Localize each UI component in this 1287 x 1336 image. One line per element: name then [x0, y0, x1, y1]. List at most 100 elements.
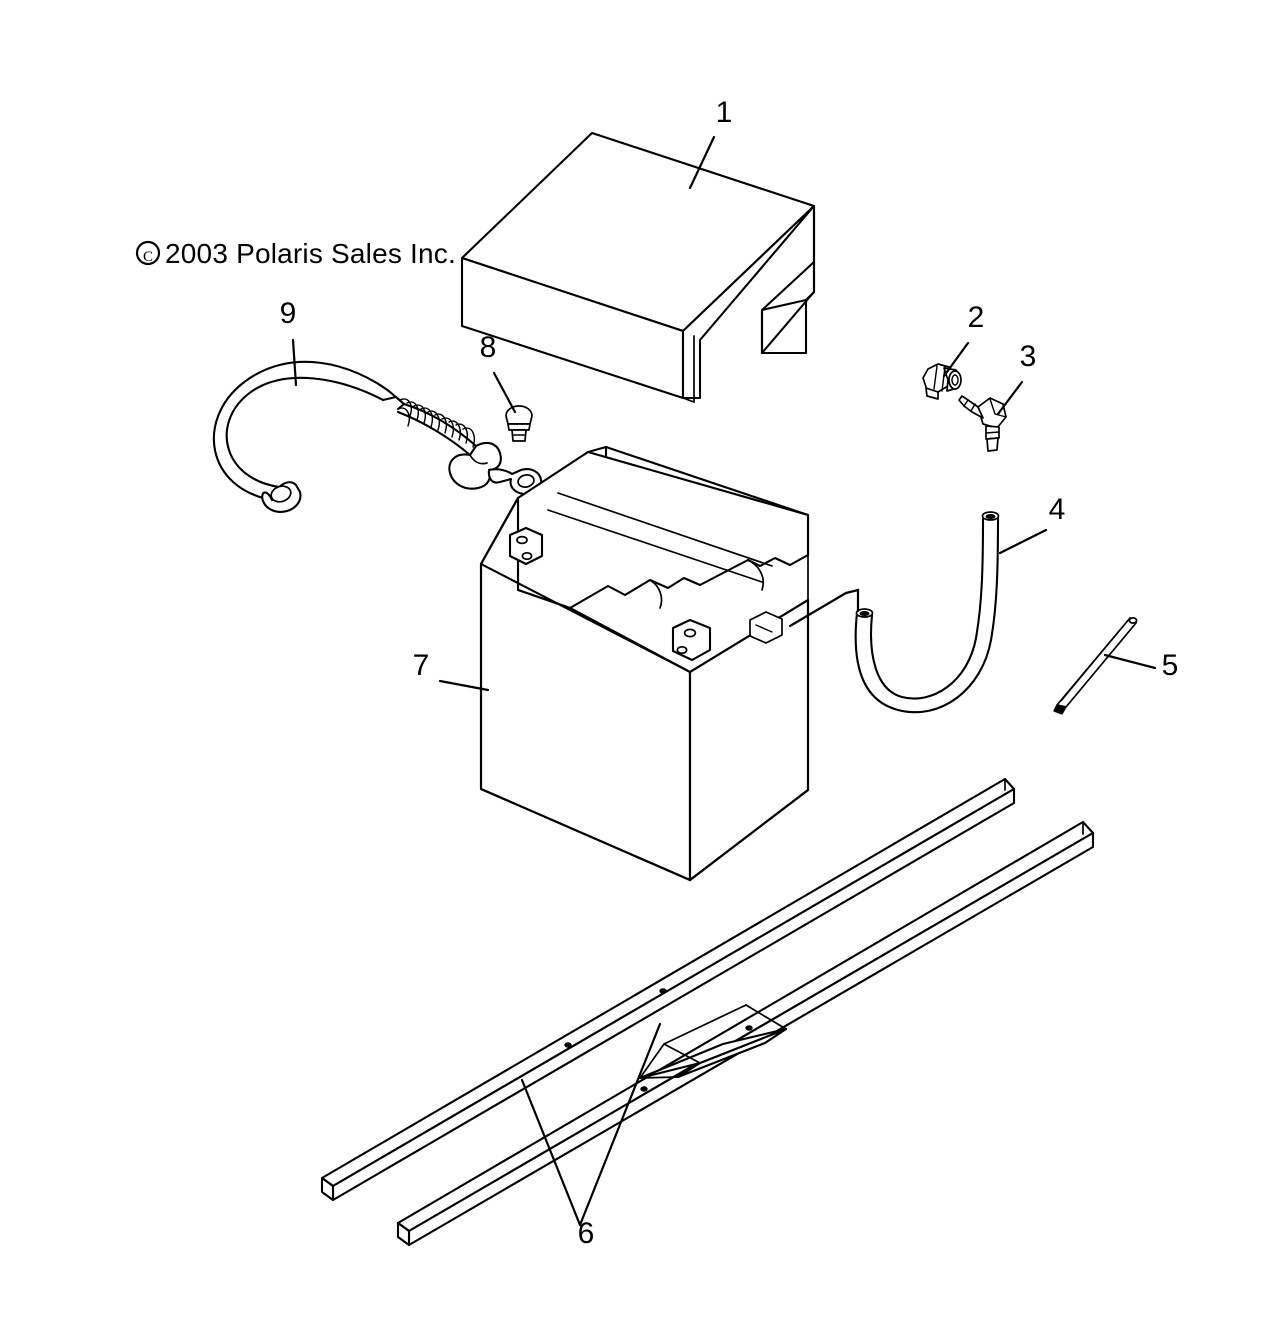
battery-cable-sleeve-start [381, 395, 406, 411]
battery-terminal-negative-bolt [521, 551, 533, 561]
battery-terminal-positive [671, 618, 712, 662]
part-battery-cable[interactable] [212, 360, 543, 513]
hold-down-strap-lower [396, 820, 1095, 1247]
elbow-fitting-bore [951, 374, 959, 386]
leader-line-6b [578, 1022, 662, 1227]
part-battery-cover[interactable] [460, 131, 816, 403]
callout-number-5[interactable]: 5 [1162, 649, 1179, 682]
strap-hole-2 [564, 1042, 572, 1048]
callout-numbers: 1 2 3 4 5 6 7 8 9 [280, 96, 1179, 1250]
battery-cable-spring-lower-edge [396, 410, 472, 457]
battery-front-shelf-edge [568, 606, 692, 674]
part-elbow-fitting[interactable] [922, 363, 962, 400]
strap-lower-top-face [396, 820, 1095, 1233]
callout-number-2[interactable]: 2 [968, 301, 985, 334]
leader-line-5 [1103, 653, 1157, 670]
part-battery[interactable] [479, 445, 810, 882]
battery-cover-bottom-edge [682, 397, 695, 403]
copyright-notice: C 2003 Polaris Sales Inc. [135, 238, 456, 269]
strap-upper-end-cap [320, 1176, 335, 1202]
battery-cover-notch-edge [760, 204, 816, 355]
battery-cable-boot-crease [469, 454, 488, 465]
vent-tube-highlight [1060, 617, 1131, 702]
callout-number-1[interactable]: 1 [716, 96, 733, 129]
callout-leader-lines [291, 135, 1157, 1227]
part-hold-down-straps[interactable] [320, 777, 1095, 1247]
battery-cable-left-terminal-hole [270, 485, 292, 503]
leader-line-3 [996, 380, 1024, 416]
callout-number-7[interactable]: 7 [413, 649, 430, 682]
vent-hose-bottom-bore [859, 611, 870, 617]
battery-ridge-groove-2 [547, 509, 763, 583]
strap-crossing-bracket [638, 1004, 788, 1080]
leader-line-2 [942, 341, 970, 378]
battery-terminal-positive-hole [683, 628, 697, 638]
battery-cable-inner-curve [212, 360, 392, 502]
elbow-fitting-rib-b [941, 366, 946, 392]
strap-bracket-outline-e [639, 1043, 665, 1079]
callout-number-6[interactable]: 6 [578, 1217, 595, 1250]
battery-right-outline [688, 598, 810, 882]
battery-cable-sleeve-edge [388, 390, 406, 406]
strap-bracket-outline-c [663, 1004, 747, 1045]
vent-hose-top-bore [985, 514, 996, 520]
part-vent-tube-rod[interactable] [1053, 617, 1138, 715]
strap-lower-end-cap [396, 1221, 411, 1247]
battery-cover-notch-inner [760, 298, 808, 355]
copyright-symbol-c: C [143, 249, 153, 265]
strap-hole-3 [745, 1025, 753, 1031]
copyright-text: 2003 Polaris Sales Inc. [165, 238, 456, 269]
elbow-fitting-port-opening [948, 370, 962, 390]
battery-ridge-groove-1 [557, 492, 773, 567]
battery-terminal-negative-hole [516, 535, 528, 545]
part-tee-fitting[interactable] [958, 395, 1007, 452]
battery-top-face [516, 450, 810, 610]
strap-bracket-outline-d [745, 1004, 787, 1030]
tee-fitting-left-rib-a [963, 399, 969, 407]
callout-number-3[interactable]: 3 [1020, 340, 1037, 373]
tee-fitting-left-barb [958, 395, 984, 419]
battery-cell-contour-a [649, 579, 663, 609]
vent-hose-outer-wall [854, 515, 1000, 714]
battery-cable-outer-curve [225, 376, 385, 489]
battery-terminal-positive-bolt [676, 645, 688, 655]
leader-line-9 [291, 338, 298, 387]
leader-line-8 [492, 371, 517, 414]
strap-hole-1 [659, 988, 667, 994]
battery-vent-port-slot [755, 624, 773, 633]
tee-fitting-lower-barb-2 [986, 437, 999, 452]
leader-line-1 [688, 135, 716, 190]
part-mounting-bolt[interactable] [505, 405, 533, 442]
battery-cell-contour-b [747, 559, 765, 591]
tee-fitting-left-rib-b [970, 403, 976, 412]
vent-tube-top-opening [1128, 617, 1138, 624]
copyright-symbol-icon [135, 240, 161, 266]
vent-hose-attachment-leader [844, 588, 860, 613]
strap-hole-4 [640, 1086, 648, 1092]
vent-tube-end-cap [1053, 704, 1067, 715]
elbow-fitting-stem [925, 387, 939, 400]
strap-bracket-face [638, 1027, 788, 1080]
callout-number-8[interactable]: 8 [480, 331, 497, 364]
bolt-washer-flange [507, 423, 531, 431]
tee-fitting-lower-rib [985, 431, 1000, 434]
battery-left-top-bevel [479, 496, 520, 566]
vent-hose-to-battery-leader [788, 591, 848, 628]
leader-line-4 [998, 528, 1048, 555]
callout-number-4[interactable]: 4 [1049, 493, 1066, 526]
bolt-head [505, 405, 533, 425]
tee-fitting-hub-facet [989, 398, 1007, 418]
battery-cable-right-terminal-hole [517, 474, 535, 488]
vent-hose-inner-wall [869, 517, 985, 700]
callout-number-9[interactable]: 9 [280, 297, 297, 330]
leader-line-6a [520, 1078, 582, 1227]
tee-fitting-hub [977, 397, 1007, 429]
battery-top-right-edge [688, 598, 810, 674]
part-vent-hose[interactable] [788, 511, 1000, 714]
battery-cover-notch-right [761, 299, 807, 354]
hold-down-strap-upper [320, 777, 1016, 1202]
battery-cable-spring-upper-edge [402, 402, 478, 448]
battery-cable-terminal-boot [448, 441, 502, 490]
